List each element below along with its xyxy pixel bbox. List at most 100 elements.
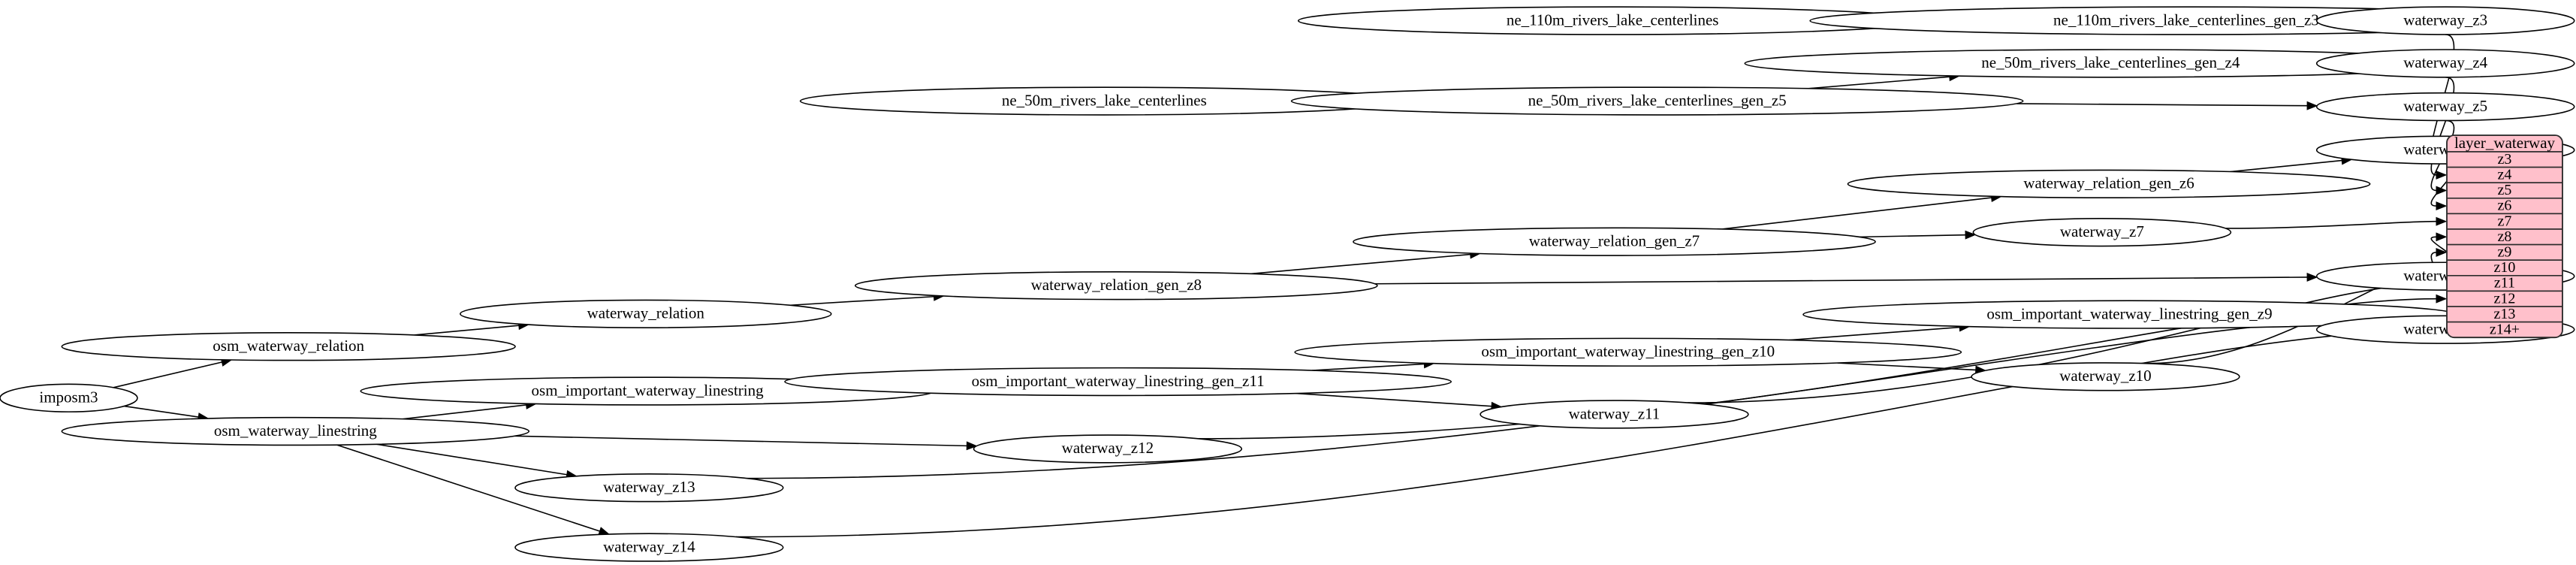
edge-arrowhead (2436, 201, 2448, 211)
node-waterway_z7[interactable]: waterway_z7 (1972, 217, 2232, 247)
edge-arrowhead (2436, 247, 2448, 257)
edge-arrowhead (2306, 273, 2318, 282)
edge-line-to-layer-table (2430, 76, 2455, 176)
node-osm_waterway_linestring[interactable]: osm_waterway_linestring (61, 416, 530, 446)
edge-arrowhead (1965, 230, 1977, 240)
node-ellipse-waterway_z4 (2315, 49, 2575, 78)
node-label-osm_waterway_linestring: osm_waterway_linestring (214, 421, 377, 440)
node-waterway_z11[interactable]: waterway_z11 (1480, 400, 1749, 429)
layer-table-title: layer_waterway (2454, 134, 2556, 152)
edge-line (1808, 76, 1950, 89)
node-waterway_z10[interactable]: waterway_z10 (1971, 362, 2240, 391)
node-imposm3[interactable]: imposm3 (0, 383, 138, 412)
node-label-ne_50m_rivers_lake_centerlines_gen_z4: ne_50m_rivers_lake_centerlines_gen_z4 (1981, 53, 2240, 71)
node-label-ne_50m_rivers_lake_centerlines: ne_50m_rivers_lake_centerlines (1002, 91, 1207, 109)
node-ellipse-waterway_z3 (2315, 6, 2575, 35)
layer-table-row-label-z9: z9 (2498, 243, 2512, 260)
edge-line (1789, 326, 1960, 341)
node-ellipse-waterway_z5 (2315, 92, 2575, 122)
edge-line-to-layer-table (735, 329, 2437, 538)
node-ne_50m_rivers_lake_centerlines_gen_z5[interactable]: ne_50m_rivers_lake_centerlines_gen_z5 (1290, 86, 2024, 116)
edge-line (514, 435, 967, 447)
edge-line (113, 361, 222, 388)
node-ellipse-ne_50m_rivers_lake_centerlines_gen_z5 (1290, 86, 2024, 116)
layer-table-row-label-z14plus: z14+ (2490, 321, 2520, 337)
edge-line (1296, 392, 1492, 407)
layer-table-row-label-z7: z7 (2498, 213, 2512, 229)
node-label-osm_waterway_relation: osm_waterway_relation (213, 337, 364, 355)
node-label-waterway_z12: waterway_z12 (1062, 439, 1154, 457)
layer-table-row-label-z4: z4 (2498, 166, 2512, 183)
edge-arrowhead (2436, 294, 2448, 304)
edge-line (2016, 103, 2308, 107)
node-label-osm_important_waterway_linestring_gen_z10: osm_important_waterway_linestring_gen_z1… (1481, 343, 1775, 361)
layer-table-row-label-z11: z11 (2494, 275, 2515, 292)
edge-line (1374, 276, 2308, 285)
node-osm_important_waterway_linestring_gen_z11[interactable]: osm_important_waterway_linestring_gen_z1… (784, 367, 1452, 397)
layer-table-row-label-z3: z3 (2498, 151, 2512, 168)
layer-table-row-label-z5: z5 (2498, 182, 2512, 198)
node-ne_110m_rivers_lake_centerlines[interactable]: ne_110m_rivers_lake_centerlines (1297, 6, 1928, 35)
node-ellipse-waterway_z12 (973, 434, 1243, 464)
layer-table-row-label-z8: z8 (2498, 228, 2512, 245)
node-label-waterway_z10: waterway_z10 (2059, 367, 2151, 385)
node-ellipse-imposm3 (0, 383, 138, 412)
edge-arrowhead (2306, 101, 2318, 110)
node-ellipse-waterway_relation_gen_z7 (1353, 227, 1876, 256)
edge-line (403, 404, 526, 420)
node-osm_important_waterway_linestring_gen_z10[interactable]: osm_important_waterway_linestring_gen_z1… (1294, 337, 1962, 367)
node-label-waterway_relation_gen_z6: waterway_relation_gen_z6 (2023, 174, 2194, 192)
node-ellipse-waterway_relation (460, 299, 832, 328)
layer-waterway-table: layer_waterwayz3z4z5z6z7z8z9z10z11z12z13… (2446, 134, 2563, 339)
node-ellipse-waterway_z7 (1972, 217, 2232, 247)
node-waterway_z3[interactable]: waterway_z3 (2315, 6, 2575, 35)
edge-line (124, 405, 199, 418)
edge-arrowhead (2436, 170, 2448, 180)
node-waterway_relation[interactable]: waterway_relation (460, 299, 832, 328)
node-waterway_relation_gen_z7[interactable]: waterway_relation_gen_z7 (1353, 227, 1876, 256)
node-waterway_z4[interactable]: waterway_z4 (2315, 49, 2575, 78)
node-label-ne_110m_rivers_lake_centerlines_gen_z3: ne_110m_rivers_lake_centerlines_gen_z3 (2053, 11, 2319, 29)
node-label-osm_important_waterway_linestring_gen_z11: osm_important_waterway_linestring_gen_z1… (972, 372, 1265, 390)
node-label-waterway_relation_gen_z7: waterway_relation_gen_z7 (1529, 232, 1700, 250)
node-ellipse-waterway_z11 (1480, 400, 1749, 429)
node-label-ne_110m_rivers_lake_centerlines: ne_110m_rivers_lake_centerlines (1507, 11, 1719, 29)
edge-line (789, 295, 934, 307)
edge-line-to-layer-table (2225, 220, 2437, 229)
layer-table-row-label-z10: z10 (2494, 259, 2516, 276)
layer-table-border (2446, 134, 2563, 339)
node-label-waterway_z4: waterway_z4 (2403, 53, 2487, 71)
node-waterway_z13[interactable]: waterway_z13 (514, 473, 784, 503)
node-waterway_z5[interactable]: waterway_z5 (2315, 92, 2575, 122)
node-ellipse-waterway_relation_gen_z6 (1847, 169, 2371, 199)
node-label-waterway_z11: waterway_z11 (1569, 404, 1661, 422)
node-label-waterway_relation_gen_z8: waterway_relation_gen_z8 (1031, 276, 1202, 294)
layer-table-row-label-z6: z6 (2498, 198, 2512, 214)
edge-line (1721, 197, 1992, 230)
node-ellipse-waterway_relation_gen_z8 (854, 270, 1378, 301)
node-waterway_z12[interactable]: waterway_z12 (973, 434, 1243, 464)
layer-table-row-label-z12: z12 (2494, 290, 2516, 307)
edge-line (336, 444, 600, 532)
node-label-osm_important_waterway_linestring_gen_z9: osm_important_waterway_linestring_gen_z9 (1986, 304, 2272, 322)
node-ellipse-waterway_z10 (1971, 362, 2240, 391)
node-label-osm_important_waterway_linestring: osm_important_waterway_linestring (532, 381, 765, 399)
edge-line (1859, 234, 1966, 238)
node-waterway_relation_gen_z8[interactable]: waterway_relation_gen_z8 (854, 270, 1378, 301)
node-ne_50m_rivers_lake_centerlines_gen_z4[interactable]: ne_50m_rivers_lake_centerlines_gen_z4 (1744, 49, 2478, 78)
edge-line-to-layer-table (1688, 282, 2437, 403)
nodes-layer: imposm3 osm_waterway_relation osm_waterway… (0, 6, 2575, 562)
node-waterway_z14[interactable]: waterway_z14 (514, 533, 784, 562)
node-label-waterway_z5: waterway_z5 (2403, 97, 2487, 115)
node-label-waterway_z3: waterway_z3 (2403, 11, 2487, 29)
node-label-waterway_z14: waterway_z14 (603, 537, 695, 555)
node-osm_waterway_relation[interactable]: osm_waterway_relation (61, 332, 516, 361)
node-ellipse-waterway_z13 (514, 473, 784, 503)
node-ellipse-waterway_z14 (514, 533, 784, 562)
edge-arrowhead (2436, 216, 2448, 226)
node-ellipse-osm_important_waterway_linestring_gen_z10 (1294, 337, 1962, 367)
node-waterway_relation_gen_z6[interactable]: waterway_relation_gen_z6 (1847, 169, 2371, 199)
node-label-waterway_relation: waterway_relation (587, 304, 705, 322)
edge-arrowhead (2436, 232, 2448, 242)
